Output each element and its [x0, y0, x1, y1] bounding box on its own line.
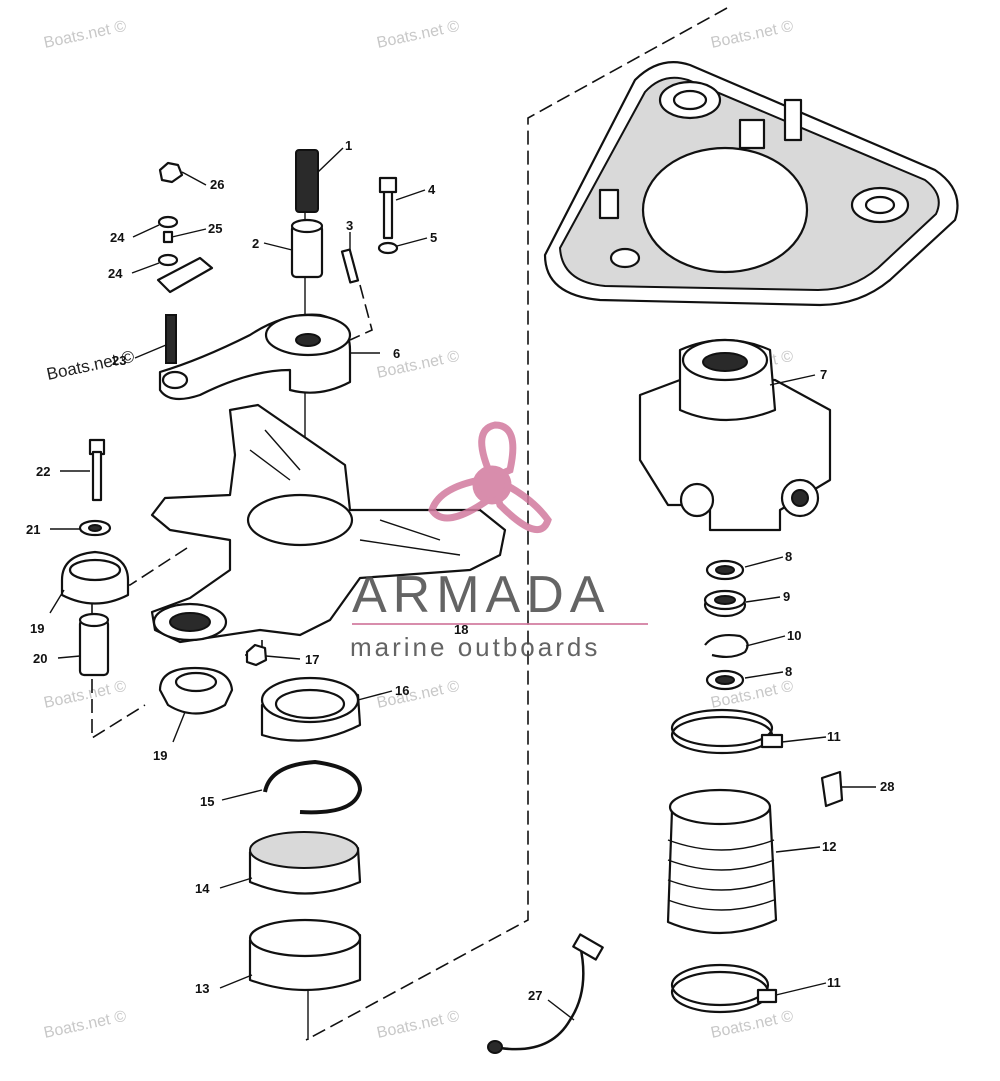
callout-6: 6 [393, 346, 400, 361]
callout-10: 10 [787, 628, 801, 643]
callout-1: 1 [345, 138, 352, 153]
callout-8: 8 [785, 664, 792, 679]
callout-numbers: 1 2 3 4 5 6 7 8 9 10 8 11 12 11 28 13 14… [26, 138, 894, 1003]
brand-tagline: marine outboards [350, 632, 600, 662]
gimbal-housing-7 [638, 338, 832, 532]
callout-11: 11 [827, 729, 841, 744]
callout-19: 19 [30, 621, 44, 636]
callout-14: 14 [195, 881, 210, 896]
steering-parts [156, 149, 399, 401]
watermark: Boats.net © [709, 18, 795, 52]
mount-stack [60, 438, 268, 715]
callout-13: 13 [195, 981, 209, 996]
callout-18: 18 [454, 622, 468, 637]
callout-24: 24 [110, 230, 125, 245]
callout-19: 19 [153, 748, 167, 763]
swivel-bracket-18 [150, 403, 507, 644]
callout-21: 21 [26, 522, 40, 537]
propeller-icon [428, 421, 552, 533]
callout-8: 8 [785, 549, 792, 564]
seals-stack [703, 559, 749, 691]
callout-15: 15 [200, 794, 214, 809]
watermark: Boats.net © [375, 1008, 461, 1042]
callout-28: 28 [880, 779, 894, 794]
callout-16: 16 [395, 683, 409, 698]
watermark: Boats.net © [375, 678, 461, 712]
callout-7: 7 [820, 367, 827, 382]
callout-leaders [49, 147, 876, 1021]
watermark: Boats.net © [42, 1008, 128, 1042]
callout-20: 20 [33, 651, 47, 666]
bellows-assembly [666, 708, 844, 1014]
callout-9: 9 [783, 589, 790, 604]
callout-22: 22 [36, 464, 50, 479]
watermark: Boats.net © [375, 18, 461, 52]
callout-24: 24 [108, 266, 123, 281]
bearing-stack [248, 676, 362, 992]
callout-25: 25 [208, 221, 222, 236]
callout-2: 2 [252, 236, 259, 251]
callout-17: 17 [305, 652, 319, 667]
watermark: Boats.net © [42, 678, 128, 712]
watermark: Boats.net © [42, 18, 128, 52]
callout-27: 27 [528, 988, 542, 1003]
callout-4: 4 [428, 182, 436, 197]
triangular-housing [543, 61, 959, 307]
callout-3: 3 [346, 218, 353, 233]
callout-23: 23 [112, 353, 126, 368]
callout-11: 11 [827, 975, 841, 990]
brand-name: ARMADA [352, 566, 610, 624]
callout-26: 26 [210, 177, 224, 192]
brand-logo: ARMADA marine outboards [350, 421, 648, 662]
callout-12: 12 [822, 839, 836, 854]
watermark: Boats.net © [375, 348, 461, 382]
callout-5: 5 [430, 230, 437, 245]
ground-wire-27 [487, 933, 604, 1054]
